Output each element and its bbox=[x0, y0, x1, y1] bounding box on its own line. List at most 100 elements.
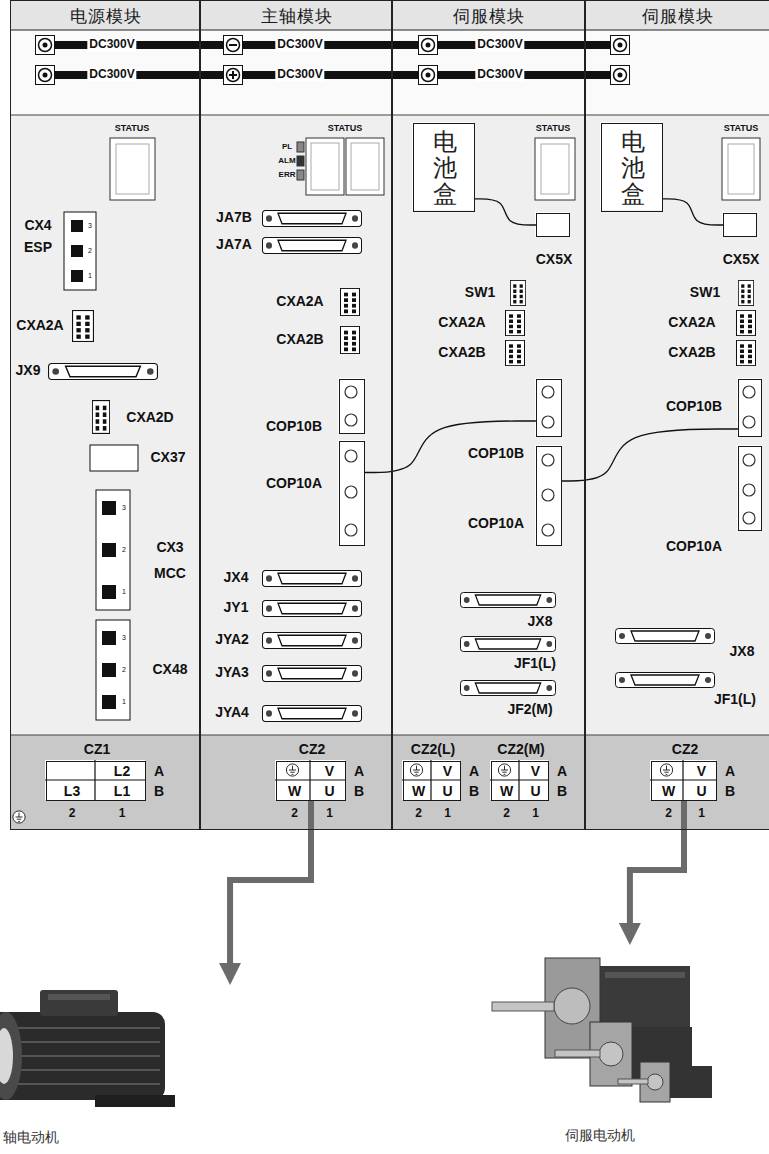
status-display bbox=[297, 142, 304, 152]
module-title: 电源模块 bbox=[70, 8, 142, 27]
spindle-connectors bbox=[263, 706, 362, 722]
optical-port-circle bbox=[743, 386, 755, 398]
terminal-grid bbox=[275, 760, 345, 800]
optical-port: COP10B bbox=[339, 379, 365, 434]
servo-connectors bbox=[460, 637, 555, 652]
motor-caption: 伺服电动机 bbox=[565, 1128, 635, 1143]
bus-voltage-label: DC300V bbox=[87, 68, 136, 81]
connector-label: JY1 bbox=[224, 600, 249, 615]
power-connectors bbox=[102, 501, 116, 515]
servo-motor-picture bbox=[555, 1050, 600, 1057]
terminal-name: CZ1 bbox=[84, 742, 110, 757]
servo-connectors bbox=[506, 310, 525, 335]
connector-label: JF1(L) bbox=[714, 692, 756, 707]
battery-box: 电池盒 bbox=[413, 123, 475, 212]
terminal-label: B bbox=[469, 784, 479, 799]
connector-label: JYA3 bbox=[215, 665, 249, 680]
port-label: COP10A bbox=[468, 516, 524, 531]
battery-port: CX5X bbox=[723, 213, 757, 237]
power-connectors bbox=[96, 490, 130, 610]
battery-port: CX5X bbox=[536, 213, 570, 237]
terminal-block: CZ2(L)VAWUB21 bbox=[403, 761, 461, 801]
servo-motor-picture bbox=[599, 1042, 623, 1066]
optical-port: COP10B bbox=[536, 379, 562, 437]
module-panels bbox=[10, 30, 769, 31]
port-box-fill bbox=[535, 445, 561, 545]
spindle-motor-picture bbox=[95, 1095, 175, 1107]
port-box-fill bbox=[338, 440, 364, 545]
optical-port-circle bbox=[743, 454, 755, 466]
terminal-label: A bbox=[725, 764, 735, 779]
connector-label: CXA2A bbox=[16, 318, 63, 333]
terminal-label: B bbox=[354, 784, 364, 799]
dc-bus bbox=[419, 36, 438, 55]
terminal-grid bbox=[286, 764, 298, 776]
connector-label: CXA2B bbox=[668, 345, 715, 360]
terminal-grid bbox=[490, 760, 548, 800]
port-label: COP10B bbox=[666, 399, 722, 414]
terminal-label: U bbox=[696, 784, 706, 799]
terminal-label: 2 bbox=[665, 807, 672, 820]
status-label: STATUS bbox=[536, 124, 571, 134]
bus-voltage-label: DC300V bbox=[87, 38, 136, 51]
status-display bbox=[728, 144, 754, 194]
power-connectors bbox=[73, 311, 94, 342]
port-box-fill bbox=[535, 212, 569, 236]
terminal-grid bbox=[45, 760, 716, 800]
dc-bus bbox=[419, 66, 438, 85]
dc-bus bbox=[36, 36, 55, 55]
dc-bus bbox=[36, 66, 55, 85]
battery-box: 电池盒 bbox=[601, 123, 663, 212]
terminal-grid bbox=[275, 760, 345, 800]
connector-label: CX3 bbox=[156, 540, 183, 555]
dc-bus bbox=[611, 36, 630, 55]
module-panels bbox=[10, 115, 769, 116]
connector-label: CX37 bbox=[150, 450, 185, 465]
power-connectors bbox=[71, 245, 83, 257]
terminal-grid bbox=[45, 760, 145, 800]
dc-bus bbox=[611, 66, 630, 85]
status-display bbox=[297, 156, 304, 166]
status-display bbox=[722, 138, 760, 200]
connector-label: CX48 bbox=[152, 662, 187, 677]
optical-port-circle bbox=[345, 450, 357, 462]
terminal-label: W bbox=[662, 784, 675, 799]
port-box-fill bbox=[338, 378, 364, 433]
terminal-grid bbox=[410, 764, 422, 776]
cable-line bbox=[475, 199, 536, 225]
cable-line bbox=[365, 421, 536, 473]
dc-bus bbox=[55, 71, 610, 79]
power-connectors bbox=[102, 663, 116, 677]
spindle-motor-picture bbox=[40, 990, 118, 1016]
status-display bbox=[110, 138, 155, 200]
terminal-label: 1 bbox=[326, 807, 333, 820]
connector-label: JYA4 bbox=[215, 705, 249, 720]
status-display bbox=[297, 170, 304, 180]
spindle-connectors bbox=[341, 288, 360, 315]
module-panels bbox=[10, 30, 769, 115]
terminal-label: A bbox=[469, 764, 479, 779]
optical-port-circle bbox=[743, 416, 755, 428]
pin-number: 3 bbox=[122, 634, 126, 642]
optical-port-circle bbox=[743, 484, 755, 496]
motor-cable-arrow bbox=[230, 801, 311, 969]
port-box-fill bbox=[737, 445, 761, 530]
servo-connectors bbox=[737, 310, 756, 335]
connector-label: JYA2 bbox=[215, 632, 249, 647]
motor-figure: 伺服电动机 bbox=[470, 945, 730, 1150]
terminal-label: A bbox=[354, 764, 364, 779]
led-label: ERR bbox=[279, 171, 296, 180]
connector-label: JX8 bbox=[528, 614, 553, 629]
status-display bbox=[541, 144, 569, 194]
power-connectors bbox=[92, 401, 109, 434]
servo-motor-picture bbox=[554, 988, 590, 1024]
terminal-name: CZ2 bbox=[672, 742, 698, 757]
servo-motor-picture bbox=[492, 958, 712, 1102]
optical-port-circle bbox=[345, 414, 357, 426]
cable-line bbox=[562, 429, 738, 481]
port-box-fill bbox=[600, 122, 662, 210]
module-panels bbox=[10, 0, 769, 30]
port-box-fill bbox=[338, 122, 761, 545]
